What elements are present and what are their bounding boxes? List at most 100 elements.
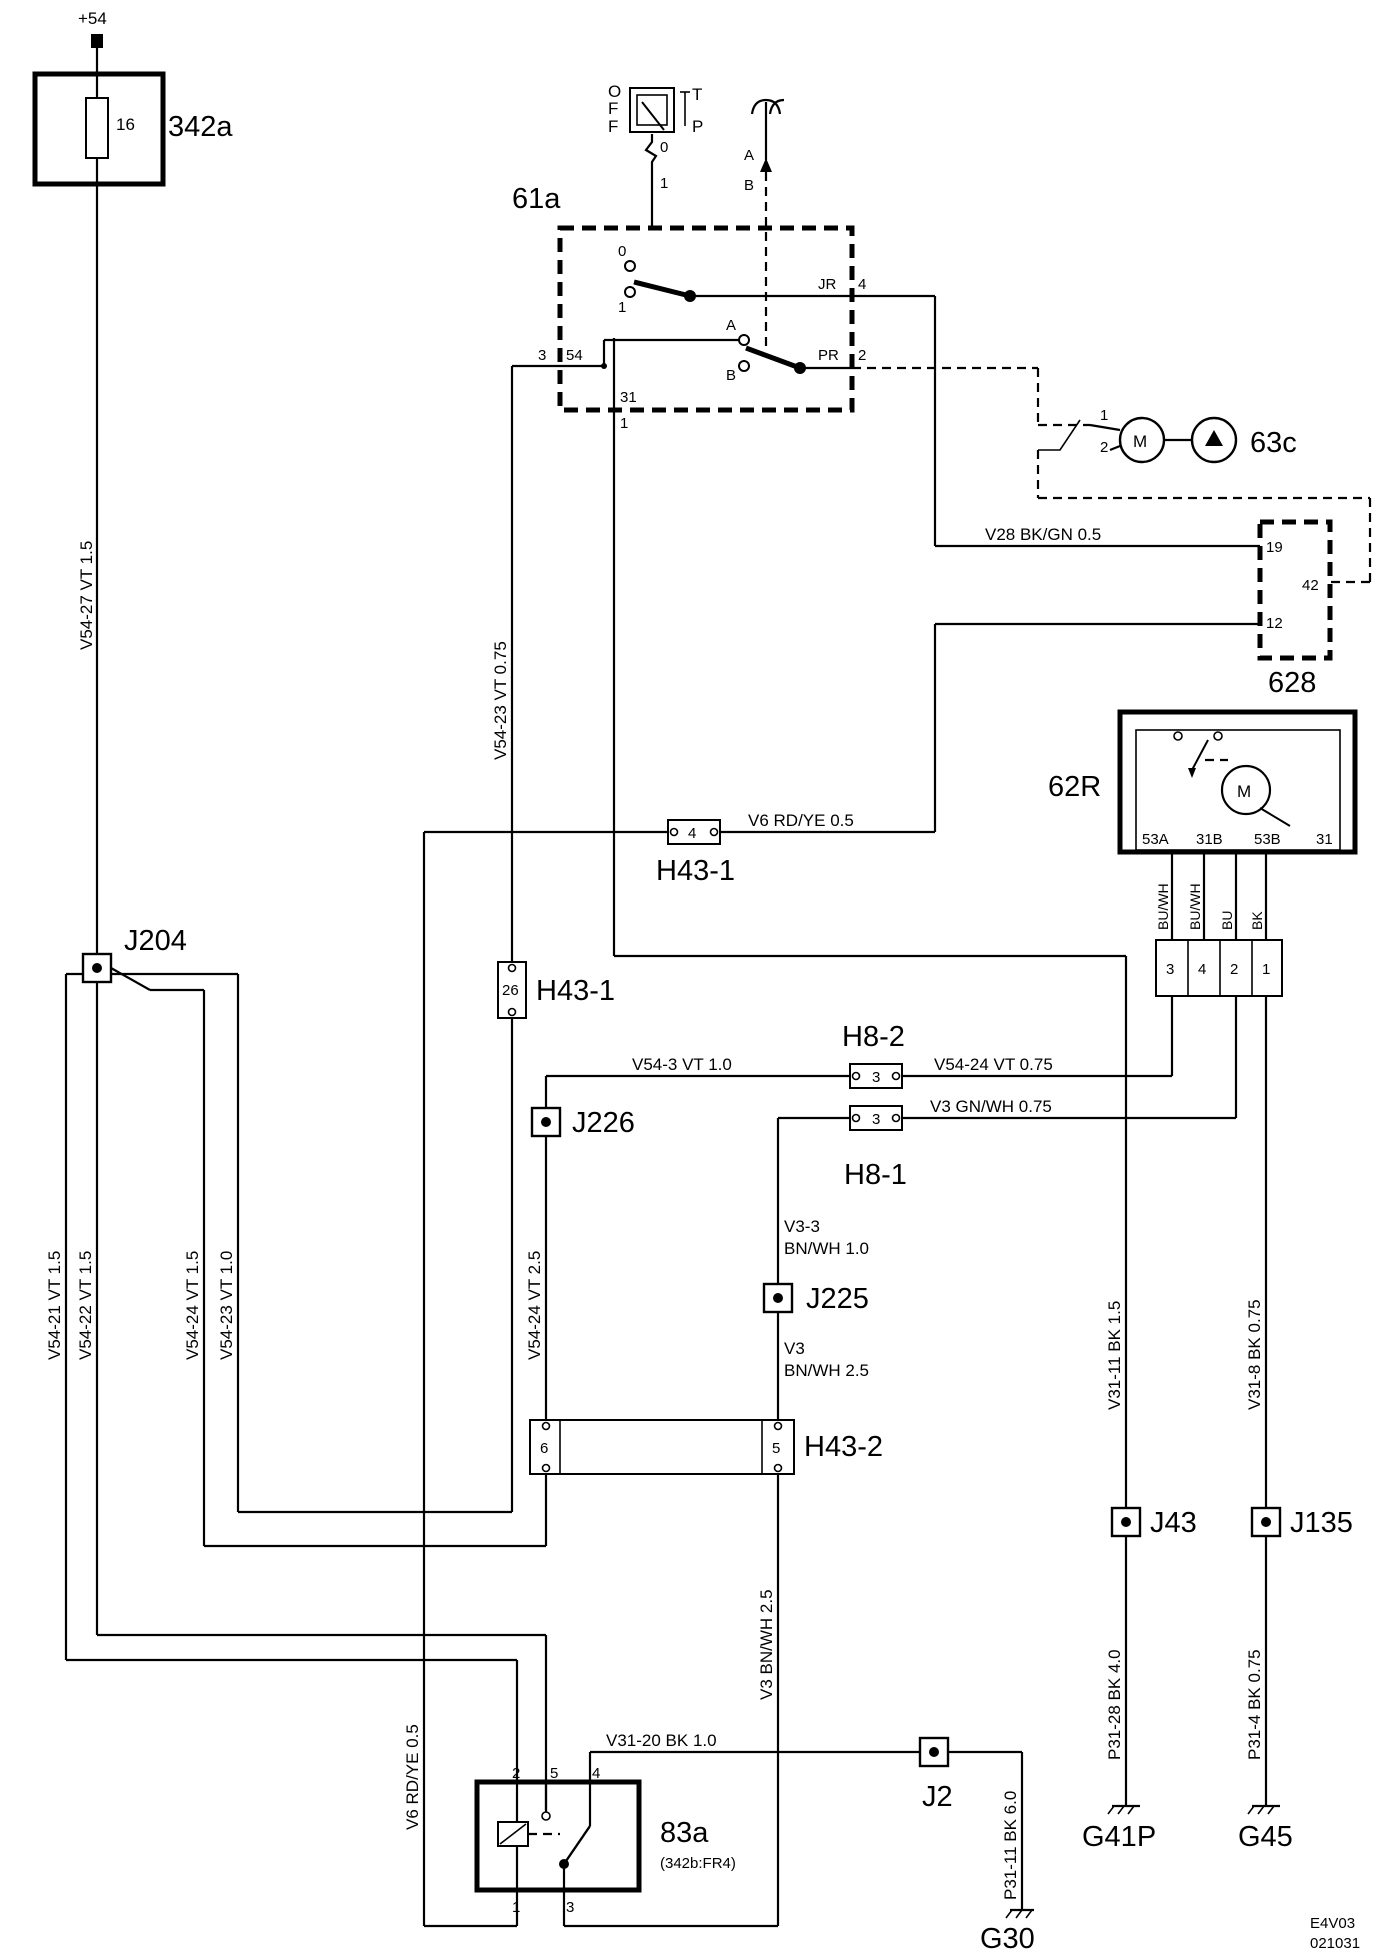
svg-text:J204: J204 <box>124 925 187 957</box>
svg-text:A: A <box>726 317 736 334</box>
svg-text:54: 54 <box>566 347 583 364</box>
svg-text:G45: G45 <box>1238 1821 1293 1853</box>
svg-text:1: 1 <box>512 1899 520 1916</box>
connector-h43-1-top: 4 H43-1 <box>656 819 735 887</box>
connector-h8-1: 3 H8-1 <box>844 1105 907 1191</box>
wire-label-p31-11: P31-11 BK 6.0 <box>1001 1791 1020 1900</box>
svg-text:31B: 31B <box>1196 831 1223 848</box>
wiper-motor-62r: 62R M 53A 31B 53B 31 <box>1048 709 1358 855</box>
svg-text:4: 4 <box>858 276 866 293</box>
switch-lever-icon: O F F T P 0 <box>608 82 703 176</box>
module-label: 628 <box>1268 667 1316 699</box>
connector-h8-2-label: H8-2 <box>842 1021 905 1053</box>
relay-note: (342b:FR4) <box>660 1855 736 1872</box>
svg-text:3: 3 <box>1166 961 1174 978</box>
svg-text:3: 3 <box>538 347 546 364</box>
fuse-number: 16 <box>116 115 135 134</box>
svg-text:BK: BK <box>1249 911 1265 930</box>
svg-text:2: 2 <box>512 1765 520 1782</box>
svg-text:JR: JR <box>818 276 837 293</box>
svg-text:B: B <box>744 177 754 194</box>
junction-j2: J2 <box>918 1736 953 1813</box>
drawing-code-line-1: E4V03 <box>1310 1915 1355 1932</box>
wire-label-v54-24-mid: V54-24 VT 2.5 <box>525 1251 544 1360</box>
svg-text:3: 3 <box>872 1111 880 1128</box>
supply-terminal <box>91 34 103 48</box>
fuse-block-342a: 16 342a <box>32 71 233 187</box>
svg-text:4: 4 <box>1198 961 1206 978</box>
svg-text:5: 5 <box>772 1440 780 1457</box>
svg-text:M: M <box>1237 782 1251 801</box>
washer-pump-63c: 1 2 M 63c <box>1089 407 1297 464</box>
wire-label-v3-b: BN/WH 2.5 <box>784 1361 869 1380</box>
wire-label-v54-3: V54-3 VT 1.0 <box>632 1055 732 1074</box>
connector-h8-2: H8-2 3 <box>842 1021 905 1089</box>
wire-label-v6-low: V6 RD/YE 0.5 <box>403 1724 422 1830</box>
ground-g41p: G41P <box>1082 1804 1156 1853</box>
svg-text:5: 5 <box>550 1765 558 1782</box>
wire-label-v54-21: V54-21 VT 1.5 <box>45 1251 64 1360</box>
wire-label-v28: V28 BK/GN 0.5 <box>985 525 1101 544</box>
svg-text:BU: BU <box>1219 911 1235 930</box>
wire-label-v3-top: V3 GN/WH 0.75 <box>930 1097 1052 1116</box>
svg-text:J2: J2 <box>922 1781 953 1813</box>
svg-text:J43: J43 <box>1150 1507 1197 1539</box>
svg-text:J226: J226 <box>572 1107 635 1139</box>
wire-label-v54-27: V54-27 VT 1.5 <box>77 541 96 650</box>
svg-text:BU/WH: BU/WH <box>1155 883 1171 930</box>
svg-text:J135: J135 <box>1290 1507 1353 1539</box>
svg-text:3: 3 <box>566 1899 574 1916</box>
svg-text:2: 2 <box>1230 961 1238 978</box>
wire-label-v54-24-top: V54-24 VT 0.75 <box>934 1055 1053 1074</box>
wire-label-v31-11: V31-11 BK 1.5 <box>1105 1301 1124 1410</box>
connector-h43-1-top-label: H43-1 <box>656 855 735 887</box>
svg-text:19: 19 <box>1266 539 1283 556</box>
wire-label-v6-top: V6 RD/YE 0.5 <box>748 811 854 830</box>
wire-label-v3-low: V3 BN/WH 2.5 <box>757 1589 776 1700</box>
module-628: 19 42 12 628 <box>1257 519 1333 699</box>
junction-j225: J225 <box>762 1282 869 1315</box>
junction-j226: J226 <box>530 1106 635 1139</box>
svg-text:53B: 53B <box>1254 831 1281 848</box>
svg-text:4: 4 <box>688 825 696 842</box>
svg-text:B: B <box>726 367 736 384</box>
svg-text:6: 6 <box>540 1440 548 1457</box>
svg-text:4: 4 <box>592 1765 600 1782</box>
svg-text:42: 42 <box>1302 577 1319 594</box>
switch-label: 61a <box>512 183 561 215</box>
wire-label-v31-20: V31-20 BK 1.0 <box>606 1731 717 1750</box>
fuse-block-label: 342a <box>168 111 233 143</box>
svg-text:1: 1 <box>660 175 668 192</box>
svg-text:31: 31 <box>620 389 637 406</box>
wire-label-v54-24-left: V54-24 VT 1.5 <box>183 1251 202 1360</box>
svg-text:BU/WH: BU/WH <box>1187 883 1203 930</box>
wiper-motor-icon <box>1220 764 1272 816</box>
drawing-code-line-2: 021031 <box>1310 1935 1360 1952</box>
svg-text:0: 0 <box>660 139 668 156</box>
washer-nozzle-icon: A B <box>744 98 785 194</box>
connector-h43-2: 6 5 H43-2 <box>529 1419 883 1475</box>
svg-text:0: 0 <box>618 243 626 260</box>
svg-text:F: F <box>608 117 618 136</box>
svg-text:J225: J225 <box>806 1283 869 1315</box>
svg-text:PR: PR <box>818 347 839 364</box>
ground-g45: G45 <box>1238 1804 1293 1853</box>
svg-text:31: 31 <box>1316 831 1333 848</box>
svg-text:O: O <box>608 82 621 101</box>
fuse-symbol <box>85 97 109 159</box>
wiper-connector: 3 4 2 1 <box>1155 939 1283 997</box>
relay-83a: 2 5 4 1 3 83a (342b:FR4) <box>474 1765 736 1916</box>
pump-label: 63c <box>1250 427 1297 459</box>
wire-label-p31-28: P31-28 BK 4.0 <box>1105 1649 1124 1760</box>
svg-text:12: 12 <box>1266 615 1283 632</box>
svg-text:26: 26 <box>502 982 519 999</box>
connector-h8-1-label: H8-1 <box>844 1159 907 1191</box>
junction-j204: J204 <box>81 925 187 984</box>
wire-label-p31-4: P31-4 BK 0.75 <box>1245 1649 1264 1760</box>
svg-text:1: 1 <box>1262 961 1270 978</box>
wire-label-v54-22: V54-22 VT 1.5 <box>76 1251 95 1360</box>
svg-text:1: 1 <box>618 299 626 316</box>
svg-text:P: P <box>692 117 703 136</box>
svg-text:M: M <box>1133 432 1147 451</box>
